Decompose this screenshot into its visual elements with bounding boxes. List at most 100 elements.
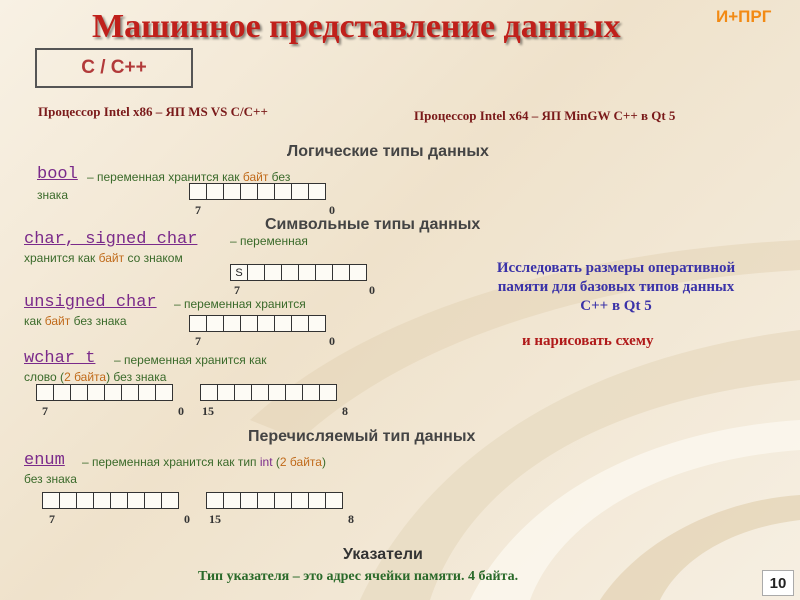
char-byte-cells: S [230,264,367,281]
brand-label: И+ПРГ [716,7,772,26]
bit-cell [189,315,207,332]
bit-cell [76,492,94,509]
task-note-line: памяти для базовых типов данных [497,279,735,295]
bit-cell [291,492,309,509]
bit-cell [247,264,265,281]
bit-cell [70,384,88,401]
processor-x86-label: Процессор Intel x86 – ЯП MS VS C/C++ [38,104,268,119]
processor-x64-label: Процессор Intel x64 – ЯП MinGW C++ в Qt … [414,108,676,123]
bool-byte-cells [189,183,326,200]
char-bit-high: 7 [234,283,240,297]
enum-low-byte-cells [42,492,179,509]
bit-cell [110,492,128,509]
task-note: Исследовать размеры оперативной памяти д… [443,259,789,316]
sign-bit-cell: S [230,264,248,281]
section-enumerated-type: Перечисляемый тип данных [248,428,476,445]
bit-cell [325,492,343,509]
bit-cell [274,315,292,332]
task-note-line: Исследовать размеры оперативной [496,260,736,276]
bit-cell [302,384,320,401]
bit-cell [161,492,179,509]
wchar-low-byte-cells [36,384,173,401]
bit-cell [291,183,309,200]
bit-cell [281,264,299,281]
wchar-bit-7: 7 [42,404,48,418]
task-note-line: С++ в Qt 5 [580,298,652,314]
bit-cell [144,492,162,509]
type-uchar-keyword: unsigned char [24,293,157,312]
bit-cell [332,264,350,281]
bit-cell [53,384,71,401]
bit-cell [223,315,241,332]
bit-cell [308,315,326,332]
type-uchar-desc: – переменная хранится [174,297,306,311]
type-char-desc: – переменная [230,234,308,248]
enum-bit-15: 15 [209,512,221,526]
enum-bit-7: 7 [49,512,55,526]
bit-cell [206,183,224,200]
wchar-bit-8: 8 [342,404,348,418]
language-box: C / C++ [35,48,193,88]
section-symbolic-types: Символьные типы данных [265,216,481,233]
bit-cell [217,384,235,401]
bit-cell [349,264,367,281]
bit-cell [93,492,111,509]
page-number: 10 [762,570,794,596]
bit-cell [240,492,258,509]
type-char-desc-line2: хранится как байт со знаком [24,251,183,265]
bit-cell [87,384,105,401]
bit-cell [257,315,275,332]
bit-cell [268,384,286,401]
bit-cell [298,264,316,281]
bit-cell [200,384,218,401]
bit-cell [257,492,275,509]
bit-cell [104,384,122,401]
wchar-bit-15: 15 [202,404,214,418]
bit-cell [223,492,241,509]
type-wchar-keyword: wchar_t [24,349,96,368]
bit-cell [240,183,258,200]
bit-cell [257,183,275,200]
bit-cell [240,315,258,332]
task-note-draw: и нарисовать схему [522,333,654,349]
type-enum-keyword: enum [24,451,65,470]
type-enum-desc: – переменная хранится как тип int (2 бай… [82,455,326,469]
bool-bit-high: 7 [195,203,201,217]
wchar-high-byte-cells [200,384,337,401]
bit-cell [223,183,241,200]
type-bool-desc-line2: знака [37,188,68,202]
page-title: Машинное представление данных [92,8,621,45]
bit-cell [42,492,60,509]
type-bool-keyword: bool [37,165,78,184]
bit-cell [206,492,224,509]
uchar-bit-high: 7 [195,334,201,348]
bit-cell [121,384,139,401]
uchar-bit-low: 0 [329,334,335,348]
type-char-keyword: char, signed char [24,230,198,249]
enum-high-byte-cells [206,492,343,509]
type-wchar-desc: – переменная хранится как [114,353,267,367]
bit-cell [251,384,269,401]
bit-cell [189,183,207,200]
bool-bit-low: 0 [329,203,335,217]
section-logical-types: Логические типы данных [287,143,489,160]
type-uchar-desc-line2: как байт без знака [24,314,127,328]
bit-cell [138,384,156,401]
bit-cell [274,492,292,509]
bit-cell [308,492,326,509]
pointers-heading: Указатели [343,546,423,563]
bit-cell [234,384,252,401]
enum-bit-0: 0 [184,512,190,526]
type-bool-desc: – переменная хранится как байт без [87,170,291,184]
bit-cell [315,264,333,281]
pointers-text: Тип указателя – это адрес ячейки памяти.… [198,569,519,584]
bit-cell [285,384,303,401]
type-enum-desc-line2: без знака [24,472,77,486]
wchar-bit-0: 0 [178,404,184,418]
bit-cell [291,315,309,332]
bit-cell [206,315,224,332]
bit-cell [319,384,337,401]
bit-cell [59,492,77,509]
uchar-byte-cells [189,315,326,332]
